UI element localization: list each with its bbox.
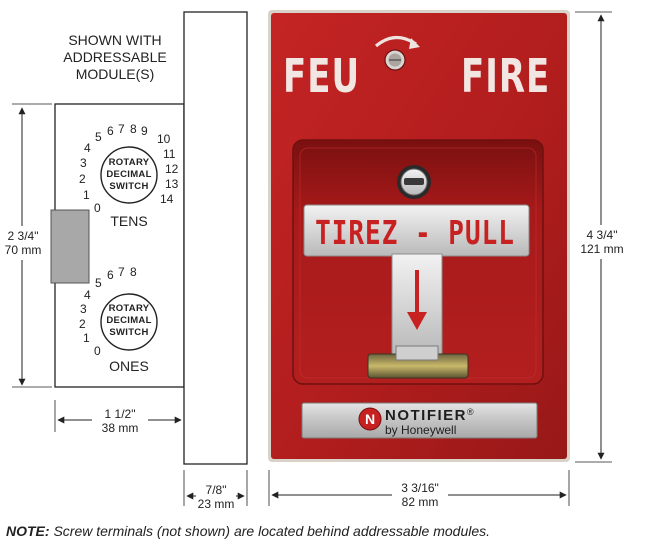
side-profile [183, 11, 248, 465]
module-height-label: 2 3/4" 70 mm [0, 229, 46, 257]
key-slot [404, 178, 424, 185]
tens-number: 11 [163, 147, 176, 161]
tens-number: 12 [165, 162, 179, 176]
tens-number: 1 [83, 188, 90, 202]
dim-metric: 82 mm [401, 495, 439, 509]
ones-number: 7 [118, 265, 125, 279]
brand-registered-mark: ® [467, 407, 476, 417]
dim-imperial: 1 1/2" [104, 407, 136, 421]
dim-imperial: 2 3/4" [7, 229, 39, 243]
tens-dial [100, 146, 158, 204]
tens-number: 5 [95, 130, 102, 144]
tens-number: 0 [94, 201, 101, 215]
depth-label: 7/8" 23 mm [194, 483, 238, 511]
ones-number: 2 [79, 317, 86, 331]
brand-sub: by Honeywell [385, 423, 457, 437]
ones-number: 8 [130, 265, 137, 279]
fire-label: FIRE [461, 50, 551, 104]
handle-clip [395, 345, 439, 361]
brand-plate [301, 402, 538, 439]
dial-text-line: ROTARY [108, 157, 150, 168]
label-gap [196, 482, 236, 512]
dim-metric: 70 mm [4, 243, 42, 257]
dim-metric: 23 mm [197, 497, 235, 511]
tens-number: 14 [160, 192, 174, 206]
ones-dial [100, 293, 158, 351]
module-width-label: 1 1/2" 38 mm [92, 407, 148, 435]
ones-number: 4 [84, 288, 91, 302]
tens-caption: TENS [110, 213, 148, 229]
rotate-arrow-head-icon [409, 38, 420, 49]
ones-caption: ONES [109, 358, 149, 374]
footer-note: NOTE: Screw terminals (not shown) are lo… [6, 523, 490, 539]
dim-imperial: 4 3/4" [586, 228, 618, 242]
dial-text-line: SWITCH [109, 181, 149, 192]
notifier-logo-letter: N [365, 411, 375, 427]
ones-number: 3 [80, 302, 87, 316]
tens-number: 9 [141, 124, 148, 138]
pull-handle-text: TIREZ - PULL [315, 215, 515, 253]
tens-number: 7 [118, 122, 125, 136]
dim-imperial: 7/8" [205, 483, 227, 497]
ones-number: 5 [95, 276, 102, 290]
ones-number: 1 [83, 331, 90, 345]
tens-dial-text: ROTARY DECIMAL SWITCH [103, 157, 155, 193]
tens-number: 13 [165, 177, 179, 191]
label-gap [392, 480, 448, 510]
tens-number: 6 [107, 124, 114, 138]
brand-name-text: NOTIFIER [385, 407, 467, 424]
note-label: NOTE: [6, 523, 50, 539]
ones-dial-text: ROTARY DECIMAL SWITCH [103, 303, 155, 339]
dial-text-line: SWITCH [109, 327, 149, 338]
tens-number: 4 [84, 141, 91, 155]
dial-text-line: DECIMAL [106, 169, 152, 180]
dim-metric: 38 mm [101, 421, 139, 435]
feu-label: FEU [283, 50, 361, 104]
dim-imperial: 3 3/16" [401, 481, 439, 495]
label-gap [92, 406, 148, 436]
tens-number: 8 [130, 122, 137, 136]
tens-number: 2 [79, 172, 86, 186]
dim-metric: 121 mm [580, 242, 624, 256]
ones-number: 0 [94, 344, 101, 358]
label-gap [578, 225, 626, 259]
module-note: SHOWN WITH ADDRESSABLE MODULE(S) [63, 32, 167, 82]
station-height-label: 4 3/4" 121 mm [576, 228, 628, 256]
ones-number: 6 [107, 268, 114, 282]
dial-text-line: DECIMAL [106, 315, 152, 326]
pull-station: N [268, 10, 570, 462]
note-text: Screw terminals (not shown) are located … [49, 523, 491, 539]
notifier-logo-icon [358, 407, 382, 431]
dial-text-line: ROTARY [108, 303, 150, 314]
down-arrow-head-icon [407, 312, 427, 330]
module-tab [50, 209, 90, 284]
station-width-label: 3 3/16" 82 mm [392, 481, 448, 509]
tens-number: 3 [80, 156, 87, 170]
brand-name: NOTIFIER® [385, 407, 475, 424]
label-gap [4, 226, 44, 260]
tens-number: 10 [157, 132, 171, 146]
